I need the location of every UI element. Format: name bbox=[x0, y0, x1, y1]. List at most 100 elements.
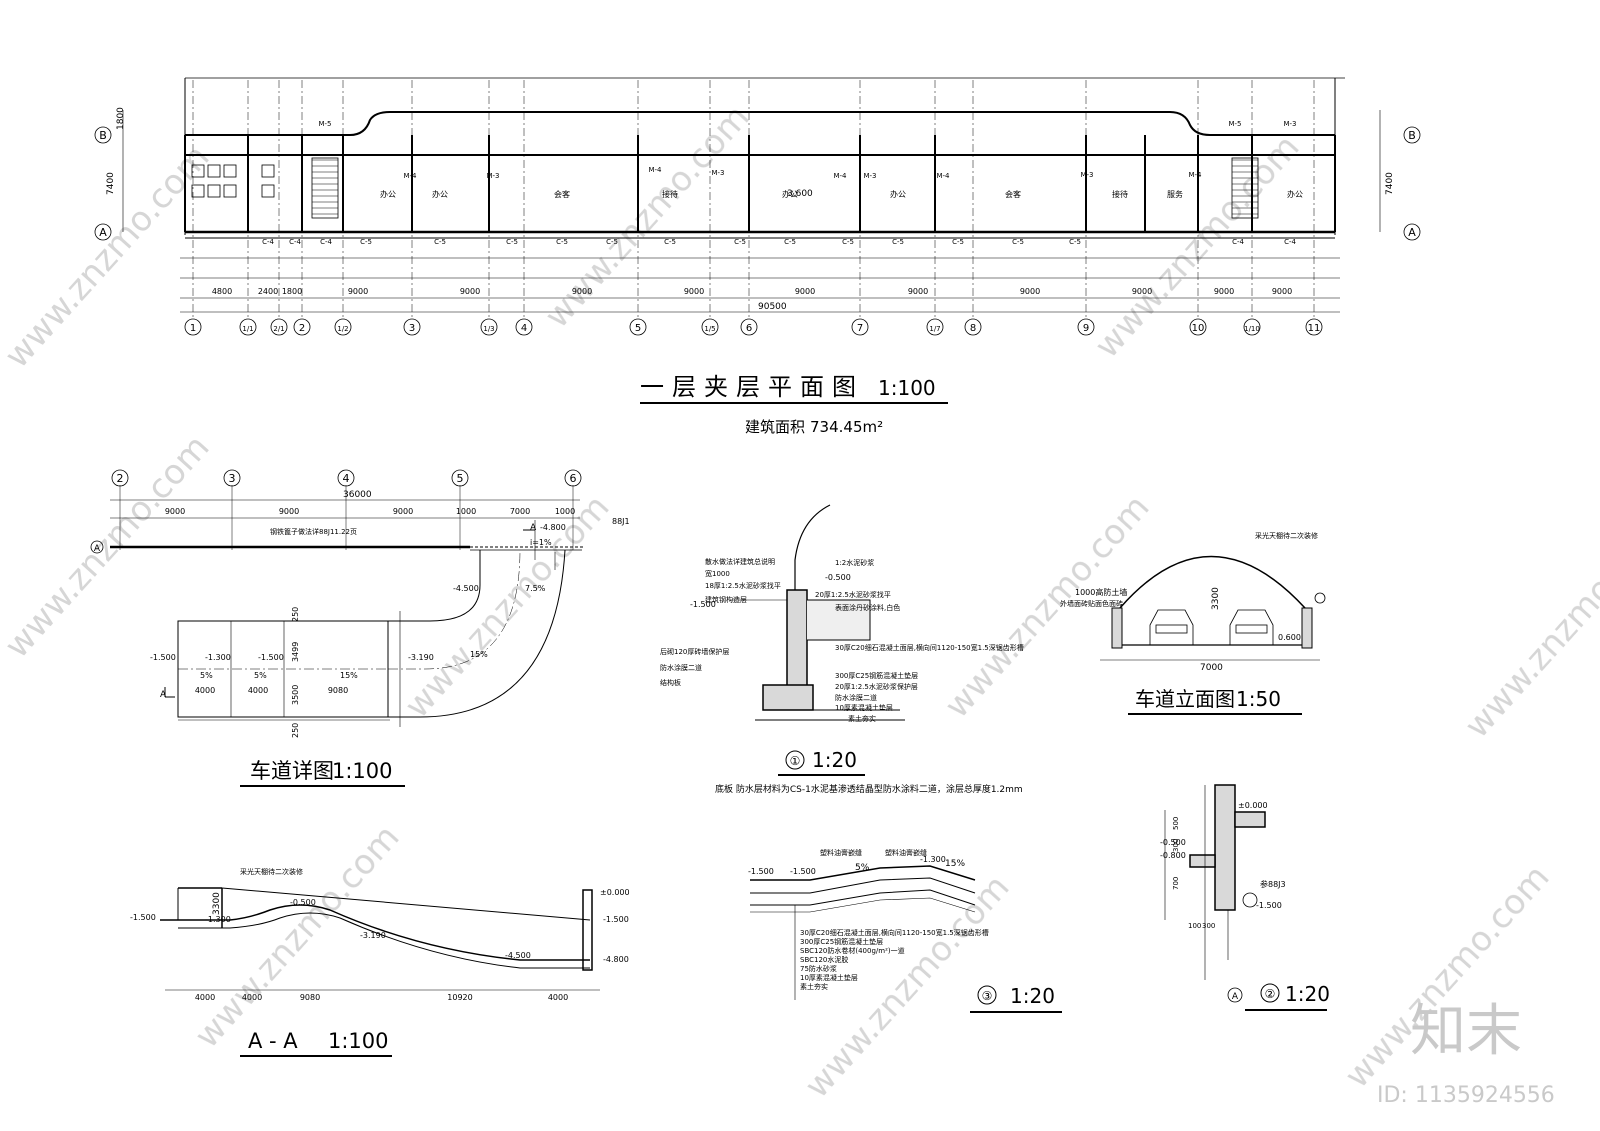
axis-bubble-label: 1/2 bbox=[337, 325, 348, 333]
watermark-text: www.znzmo.com bbox=[937, 487, 1158, 726]
axis-bubble bbox=[701, 318, 719, 336]
ramp-bottom-dim: 9080 bbox=[328, 686, 348, 695]
door-label: M-4 bbox=[936, 172, 950, 180]
axis-bubble-label: 5 bbox=[635, 323, 641, 334]
detail1-layer: 1:2水泥砂浆 bbox=[835, 558, 874, 567]
elevation-mark: 3.600 bbox=[787, 189, 813, 199]
detail3-layer: 300厚C25钢筋混凝土垫层 bbox=[800, 937, 883, 946]
window-label: C-5 bbox=[892, 238, 904, 246]
door-label: M-3 bbox=[1080, 171, 1093, 179]
detail1-layer: 10厚素混凝土垫层 bbox=[835, 703, 893, 712]
detail-1-drawing bbox=[730, 504, 905, 721]
section-aa-drawing bbox=[160, 887, 600, 991]
detail1-note: 宽1000 bbox=[705, 569, 730, 578]
plan-area-label: 建筑面积 bbox=[745, 418, 805, 436]
door-label: M-3 bbox=[711, 169, 724, 177]
detail1-layer: 30厚C20细石混凝土面层,横向间1120-150宽1.5深锯齿形槽 bbox=[835, 643, 1024, 652]
door-label: M-3 bbox=[863, 172, 876, 180]
ramp-axis-label: 3 bbox=[229, 472, 236, 485]
detail1-note: 建筑钢构造层 bbox=[705, 595, 747, 604]
room-label: 办公 bbox=[432, 189, 448, 199]
section-scale: 1:100 bbox=[328, 1029, 389, 1053]
ramp-axis-bubble bbox=[564, 469, 582, 487]
detail3-layer: SBC120防水卷材(400g/m²)一道 bbox=[800, 946, 905, 955]
car-elev-height: 3300 bbox=[1211, 587, 1221, 610]
ramp-axis-bubble bbox=[111, 469, 129, 487]
axis-bubble bbox=[515, 318, 533, 336]
section-level: -3.190 bbox=[360, 931, 386, 940]
axis-bubble bbox=[926, 318, 944, 336]
axis-bubble-label: 9 bbox=[1083, 323, 1089, 334]
axis-bubble bbox=[239, 318, 257, 336]
ramp-axis-label: 4 bbox=[343, 472, 350, 485]
axis-bubble bbox=[1305, 318, 1323, 336]
axis-bubble-label: 8 bbox=[970, 323, 976, 334]
axis-bubble-label: 4 bbox=[521, 323, 527, 334]
axis-bubble bbox=[1243, 318, 1261, 336]
axis-bubble-b-right bbox=[1403, 126, 1421, 144]
section-level: -1.500 bbox=[130, 913, 156, 922]
detail3-level: -1.500 bbox=[748, 867, 774, 876]
ramp-axis-label: 5 bbox=[457, 472, 464, 485]
door-label: M-5 bbox=[1228, 120, 1241, 128]
section-level: ±0.000 bbox=[600, 888, 630, 897]
window-label: C-4 bbox=[289, 238, 301, 246]
bay-dimension: 9000 bbox=[795, 287, 815, 296]
door-label: M-4 bbox=[833, 172, 847, 180]
detail1-layer: 防水涂膜二道 bbox=[835, 693, 877, 702]
detail3-layer: 素土夯实 bbox=[800, 982, 828, 991]
toilet-fixtures bbox=[191, 164, 275, 198]
axis-bubble bbox=[480, 318, 498, 336]
stair-right bbox=[1231, 157, 1259, 219]
bay-dimension: 9000 bbox=[1214, 287, 1234, 296]
window-label: C-5 bbox=[606, 238, 618, 246]
axis-bubble bbox=[403, 318, 421, 336]
axis-bubble-a-right bbox=[1403, 223, 1421, 241]
section-level: -4.800 bbox=[603, 955, 629, 964]
ramp-dim-total: 36000 bbox=[343, 490, 372, 500]
detail1-layer: 300厚C25钢筋混凝土垫层 bbox=[835, 671, 918, 680]
section-dim: 4000 bbox=[242, 993, 262, 1002]
ramp-top-dim: 9000 bbox=[165, 507, 185, 516]
detail3-layer: SBC120水泥胶 bbox=[800, 955, 848, 964]
axis-bubble bbox=[270, 318, 288, 336]
section-level: -1.300 bbox=[205, 915, 231, 924]
ramp-top-dim: 9000 bbox=[279, 507, 299, 516]
plan-title: 一层夹层平面图 bbox=[640, 373, 864, 401]
detail2-level: -0.500 bbox=[1160, 838, 1186, 847]
ramp-width-dim: 250 bbox=[291, 607, 300, 622]
detail-3-drawing bbox=[750, 865, 976, 1000]
plan-area-value: 734.45m² bbox=[810, 418, 883, 436]
car-elev-level: 0.600 bbox=[1278, 633, 1301, 642]
ramp-axis-label: 6 bbox=[570, 472, 577, 485]
axis-bubble-b-left bbox=[94, 126, 112, 144]
detail2-dim: 300 bbox=[1202, 922, 1215, 930]
bay-dimension: 9000 bbox=[1272, 287, 1292, 296]
bay-dimension: 9000 bbox=[1132, 287, 1152, 296]
detail2-ref: 参88J3 bbox=[1260, 879, 1286, 889]
detail1-layer: 20厚1:2.5水泥砂浆保护层 bbox=[835, 682, 918, 691]
ramp-slope: 7.5% bbox=[525, 584, 546, 593]
detail2-level: ±0.000 bbox=[1238, 801, 1268, 810]
axis-bubble-label: 1/10 bbox=[1244, 325, 1260, 333]
ramp-detail-scale: 1:100 bbox=[332, 759, 393, 783]
section-level: -4.500 bbox=[505, 951, 531, 960]
axis-bubble bbox=[184, 318, 202, 336]
axis-label-b-right: B bbox=[1408, 129, 1416, 142]
bay-dimension: 9000 bbox=[684, 287, 704, 296]
axis-label-b-left: B bbox=[99, 129, 107, 142]
watermark-text: www.znzmo.com bbox=[537, 97, 758, 336]
ramp-slope: 5% bbox=[254, 671, 267, 680]
wall-axis-b bbox=[185, 111, 1335, 136]
car-elevation-drawing bbox=[1100, 555, 1326, 661]
detail1-note: 后砌120厚砖墙保护层 bbox=[660, 647, 729, 656]
detail2-level: -0.800 bbox=[1160, 851, 1186, 860]
bay-dimension: 4800 bbox=[212, 287, 232, 296]
dim-top-left: 1800 bbox=[116, 107, 126, 130]
axis-bubble-label: 2/1 bbox=[273, 325, 284, 333]
ramp-level: -1.300 bbox=[205, 653, 231, 662]
